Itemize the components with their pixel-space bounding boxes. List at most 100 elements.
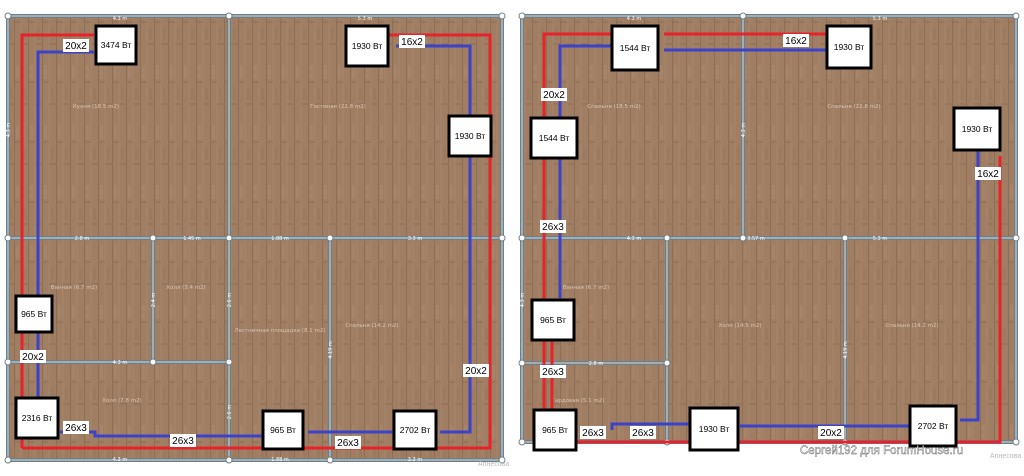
dimension-label: 4.3 m	[627, 16, 642, 22]
svg-text:16x2: 16x2	[785, 36, 807, 47]
radiator: 2702 Вт	[908, 404, 958, 448]
radiator: 1544 Вт	[610, 24, 660, 72]
svg-text:2702 Вт: 2702 Вт	[400, 425, 431, 435]
dimension-label: 5.3 m	[873, 236, 888, 242]
corner-text: Апнесова	[478, 461, 509, 468]
pipe-label: 16x2	[399, 35, 425, 48]
radiator: 1930 Вт	[447, 114, 493, 158]
radiator: 1930 Вт	[688, 406, 740, 452]
dimension-label: 5.3 m	[873, 16, 888, 22]
pipe-label: 26x3	[630, 426, 656, 439]
right-floor	[522, 16, 1016, 442]
dimension-label: 3.3 m	[923, 451, 938, 457]
room-label: Спальня (14.2 m2)	[345, 323, 398, 329]
room-label: Холл (7.8 m2)	[102, 398, 142, 404]
right-plan: Спальня (18.5 m2) Спальня (22.8 m2) Ванн…	[518, 12, 1021, 460]
dimension-label: 2.8 m	[75, 236, 90, 242]
svg-text:20x2: 20x2	[65, 41, 87, 52]
radiator: 1930 Вт	[952, 106, 1002, 152]
room-label: Гардовая (5.1 m2)	[552, 398, 605, 404]
dimension-label: 4.3 m	[113, 360, 128, 366]
svg-text:20x2: 20x2	[22, 352, 44, 363]
dimension-label: 2.6 m	[227, 293, 233, 308]
svg-text:1930 Вт: 1930 Вт	[455, 131, 486, 141]
pipe-label: 26x3	[170, 434, 196, 447]
svg-text:16x2: 16x2	[977, 169, 999, 180]
room-label: Спальня (18.5 m2)	[587, 104, 640, 110]
dimension-label: 4.3 m	[113, 16, 128, 22]
dimension-label: 1.45 m	[183, 236, 201, 242]
svg-text:1930 Вт: 1930 Вт	[352, 41, 383, 51]
svg-text:16x2: 16x2	[401, 37, 423, 48]
room-label: Гостиная (22.8 m2)	[310, 104, 366, 110]
pipe-label: 26x3	[63, 421, 89, 434]
radiator: 965 Вт	[530, 298, 576, 342]
pipe-label: 20x2	[63, 39, 89, 52]
dimension-label: 4.3 m	[741, 123, 747, 138]
svg-text:965 Вт: 965 Вт	[270, 425, 296, 435]
dimension-label: 2.8 m	[589, 361, 604, 367]
svg-text:26x3: 26x3	[582, 428, 604, 439]
pipe-label: 16x2	[783, 34, 809, 47]
dimension-label: 4.3 m	[627, 236, 642, 242]
svg-text:1544 Вт: 1544 Вт	[620, 43, 651, 53]
svg-text:1930 Вт: 1930 Вт	[834, 42, 865, 52]
dimension-label: 4.19 m	[843, 341, 849, 359]
radiator: 2702 Вт	[392, 409, 438, 451]
radiator: 965 Вт	[261, 409, 305, 451]
radiator: 1544 Вт	[529, 116, 579, 160]
radiator: 965 Вт	[532, 408, 578, 452]
room-label: Холл (14.5 m2)	[718, 323, 761, 329]
svg-text:20x2: 20x2	[465, 366, 487, 377]
dimension-label: 4.3 m	[6, 123, 12, 138]
room-label: Спальня (22.8 m2)	[827, 104, 880, 110]
radiator: 965 Вт	[14, 294, 54, 334]
svg-text:1930 Вт: 1930 Вт	[699, 424, 730, 434]
dimension-label: 5.3 m	[358, 16, 373, 22]
svg-text:965 Вт: 965 Вт	[21, 309, 47, 319]
room-label: Ванная (6.7 m2)	[51, 285, 97, 291]
dimension-label: 4.3 m	[589, 451, 604, 457]
room-label: Холл (3.4 m2)	[166, 285, 206, 291]
svg-text:20x2: 20x2	[820, 428, 842, 439]
pipe-label: 26x3	[540, 365, 566, 378]
radiator: 1930 Вт	[825, 24, 873, 70]
pipe-label: 26x3	[540, 220, 566, 233]
radiator: 1930 Вт	[344, 24, 390, 68]
room-label: Кухня (18.5 m2)	[73, 104, 119, 110]
svg-text:26x3: 26x3	[172, 436, 194, 447]
left-plan: Кухня (18.5 m2) Гостиная (22.8 m2) Ванна…	[4, 12, 509, 468]
svg-text:1930 Вт: 1930 Вт	[962, 124, 993, 134]
svg-text:3474 Вт: 3474 Вт	[101, 40, 132, 50]
dimension-label: 1.88 m	[271, 457, 289, 463]
pipe-label: 20x2	[20, 350, 46, 363]
dimension-label: 3.57 m	[747, 451, 765, 457]
dimension-label: 4.19 m	[328, 341, 334, 359]
svg-text:965 Вт: 965 Вт	[540, 315, 566, 325]
pipe-label: 20x2	[818, 426, 844, 439]
svg-text:1544 Вт: 1544 Вт	[539, 133, 570, 143]
pipe-label: 26x3	[580, 426, 606, 439]
svg-text:20x2: 20x2	[543, 90, 565, 101]
dimension-label: 1.88 m	[271, 236, 289, 242]
pipe-label: 16x2	[975, 167, 1001, 180]
dimension-label: 4.3 m	[113, 457, 128, 463]
svg-text:26x3: 26x3	[65, 423, 87, 434]
dimension-label: 2.4 m	[151, 293, 157, 308]
svg-text:26x3: 26x3	[632, 428, 654, 439]
pipe-label: 20x2	[541, 88, 567, 101]
dimension-label: 3.3 m	[408, 457, 423, 463]
credit-watermark: Сергей192 для ForumHouse.ru	[800, 445, 963, 457]
pipe-label: 26x3	[335, 436, 361, 449]
room-label: Лестничная площадка (8.1 m2)	[234, 328, 325, 334]
svg-text:26x3: 26x3	[337, 438, 359, 449]
dimension-label: 2.6 m	[227, 405, 233, 420]
svg-text:2702 Вт: 2702 Вт	[918, 421, 949, 431]
dimension-label: 3.57 m	[747, 236, 765, 242]
dimension-label: 4.3 m	[520, 293, 526, 308]
dimension-label: 3.3 m	[408, 236, 423, 242]
pipe-label: 20x2	[463, 364, 489, 377]
svg-text:965 Вт: 965 Вт	[542, 425, 568, 435]
corner-text: Апнесова	[990, 453, 1021, 460]
